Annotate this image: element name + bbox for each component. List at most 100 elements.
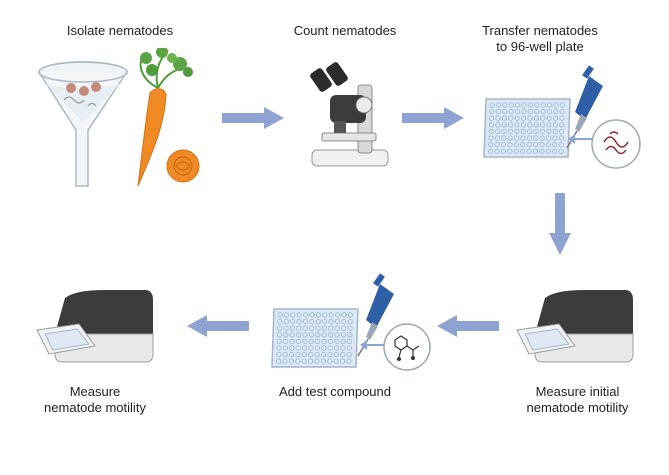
well [295,332,302,338]
well [501,128,507,135]
well [558,128,565,135]
well [545,135,552,141]
well [489,102,495,108]
well [296,325,302,331]
well [488,128,494,135]
inset-arrow-icon-2 [360,340,384,350]
pipette-icon [566,65,603,149]
well [508,108,514,115]
well [513,135,520,141]
well [322,312,328,318]
well [282,351,288,358]
well [533,122,539,128]
well [340,325,347,331]
well [296,318,302,325]
well [539,141,545,148]
well [282,338,289,345]
well [488,115,495,121]
well [282,345,289,351]
well [526,135,533,141]
well [558,135,565,141]
well [346,338,353,345]
well [347,332,353,338]
well [301,345,308,351]
well [558,148,564,154]
well [283,318,289,325]
microscope-icon [310,62,389,167]
well [520,141,526,148]
well [283,312,290,318]
well [546,102,553,108]
well [289,338,295,345]
well [327,358,333,364]
well [514,108,521,115]
well [533,108,540,115]
well [553,102,559,108]
well [521,102,527,108]
well [309,312,315,318]
well [308,338,314,345]
well [527,122,533,128]
well [539,128,546,135]
well [533,115,540,121]
well [520,115,527,121]
well [513,148,519,154]
well [488,122,495,128]
well [340,332,347,338]
well [526,141,532,148]
well [327,338,334,345]
well [314,358,320,364]
well [321,318,328,325]
well [520,135,526,141]
well [327,345,333,351]
well [289,318,296,325]
well [552,135,558,141]
well [559,108,565,115]
compound-inset-icon [383,323,431,371]
label-measure-motility: Measure nematode motility [44,384,146,415]
label-add-test-compound: Add test compound [278,384,392,399]
well [347,318,353,325]
well-plate-icon [483,98,571,158]
well [508,102,514,108]
well [320,358,327,364]
well [327,351,333,358]
well [520,128,526,135]
well [283,332,289,338]
well [346,351,352,358]
inset-arrow-icon [568,134,592,144]
well [553,108,559,115]
well [501,115,508,121]
well [488,135,494,141]
well [513,141,520,148]
well [501,108,508,115]
well [315,325,321,331]
well [321,338,327,345]
well [275,358,282,364]
well [559,115,565,121]
well [346,345,353,351]
arrow-down [549,193,571,255]
label-isolate-nematodes: Isolate nematodes [66,23,174,38]
well [532,141,539,148]
well [532,148,539,154]
well [558,141,564,148]
well [341,312,347,318]
well [340,345,346,351]
well [552,122,559,128]
well [277,312,283,318]
well [289,332,295,338]
well [314,338,321,345]
well [500,141,507,148]
well [334,312,341,318]
well [546,108,553,115]
well [494,141,500,148]
well [288,351,295,358]
well [308,345,314,351]
well [533,128,539,135]
well [539,148,545,154]
well [295,351,301,358]
well [501,135,507,141]
well [321,325,328,331]
well [295,338,302,345]
